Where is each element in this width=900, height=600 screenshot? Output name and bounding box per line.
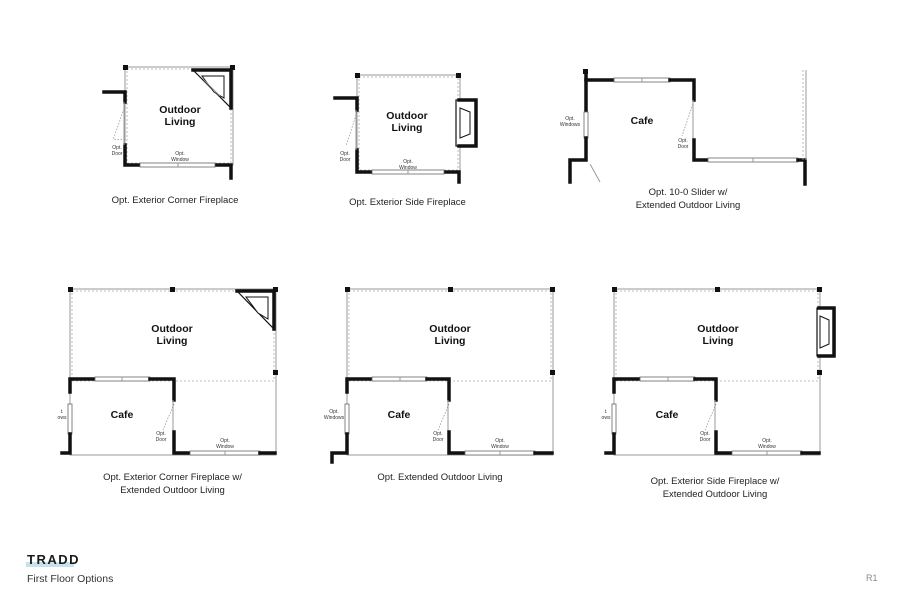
windows-label-3: Opt.Windows: [559, 116, 581, 128]
caption-2: Opt. Exterior Side Fireplace: [349, 197, 466, 208]
room-label-cafe-5: Cafe: [387, 409, 411, 421]
door-label-2: Opt.Door: [339, 151, 351, 163]
caption-6: Opt. Exterior Side Fireplace w/Extended …: [650, 476, 780, 500]
window-label-2: Opt.Window: [399, 159, 417, 171]
room-label-cafe-3: Cafe: [630, 115, 654, 127]
door-label-6: Opt.Door: [699, 431, 711, 443]
door-label-3: Opt.Door: [677, 138, 689, 150]
windows-label-4: t.ows: [57, 409, 67, 421]
plan-extended-outdoor: [330, 287, 555, 464]
page-subtitle: First Floor Options: [27, 573, 114, 585]
corner-fireplace-icon: [191, 68, 233, 110]
window-label-4: Opt.Window: [216, 438, 234, 450]
side-fireplace-icon: [455, 98, 478, 148]
window-label-5: Opt.Window: [491, 438, 509, 450]
window-label-6: Opt.Window: [758, 438, 776, 450]
caption-4: Opt. Exterior Corner Fireplace w/Extende…: [103, 472, 242, 496]
door-label-4: Opt.Door: [155, 431, 167, 443]
page-number: R1: [866, 573, 878, 583]
windows-label-6: t.ows: [601, 409, 611, 421]
room-label-cafe-6: Cafe: [655, 409, 679, 421]
side-fireplace-icon-2: [816, 306, 836, 358]
door-label-1: Opt.Door: [111, 145, 123, 157]
plan-side-fireplace: [333, 73, 478, 184]
plan-side-fireplace-extended: [604, 287, 836, 456]
brand-accent-bar: [26, 562, 74, 567]
room-label-cafe-4: Cafe: [110, 409, 134, 421]
caption-1: Opt. Exterior Corner Fireplace: [111, 195, 239, 206]
caption-5: Opt. Extended Outdoor Living: [377, 472, 503, 483]
plan-corner-fireplace: [102, 65, 235, 180]
windows-label-5: Opt.Windows: [323, 409, 345, 421]
door-label-5: Opt.Door: [432, 431, 444, 443]
window-label-1: Opt.Window: [171, 151, 189, 163]
plan-corner-fireplace-extended: [60, 287, 278, 456]
brand-title: TRADD: [27, 552, 80, 567]
caption-3: Opt. 10-0 Slider w/Extended Outdoor Livi…: [635, 187, 741, 211]
corner-fireplace-icon-2: [235, 289, 276, 331]
plan-slider-cafe: [568, 69, 807, 186]
